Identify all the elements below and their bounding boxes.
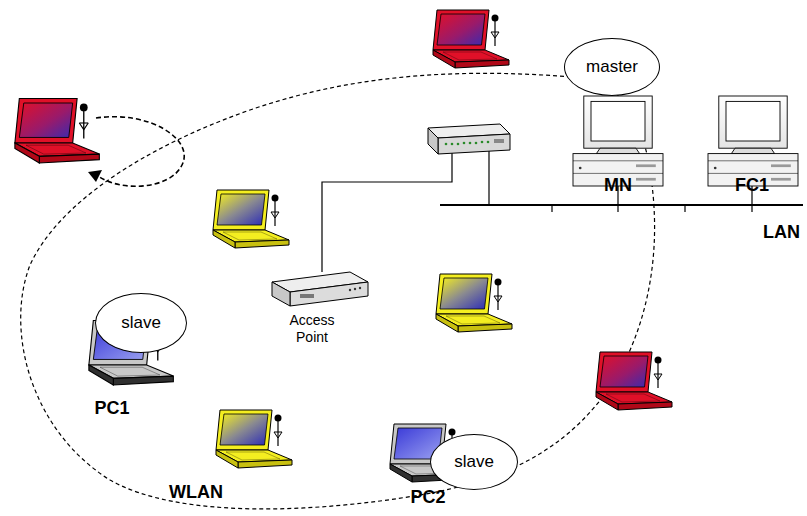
device-label: FC1 [735,175,769,196]
role-text: slave [121,313,161,333]
device-label: PC2 [410,487,445,508]
network-label: WLAN [169,482,223,503]
device-label: Access Point [272,312,352,346]
callout-bubble: slave [95,293,187,353]
callout-bubble: master [564,38,660,96]
callout-bubble: slave [430,434,518,490]
device-label: MN [604,175,632,196]
network-label: LAN [763,222,800,243]
role-text: master [586,57,638,77]
role-text: slave [454,452,494,472]
device-label: PC1 [94,398,129,419]
